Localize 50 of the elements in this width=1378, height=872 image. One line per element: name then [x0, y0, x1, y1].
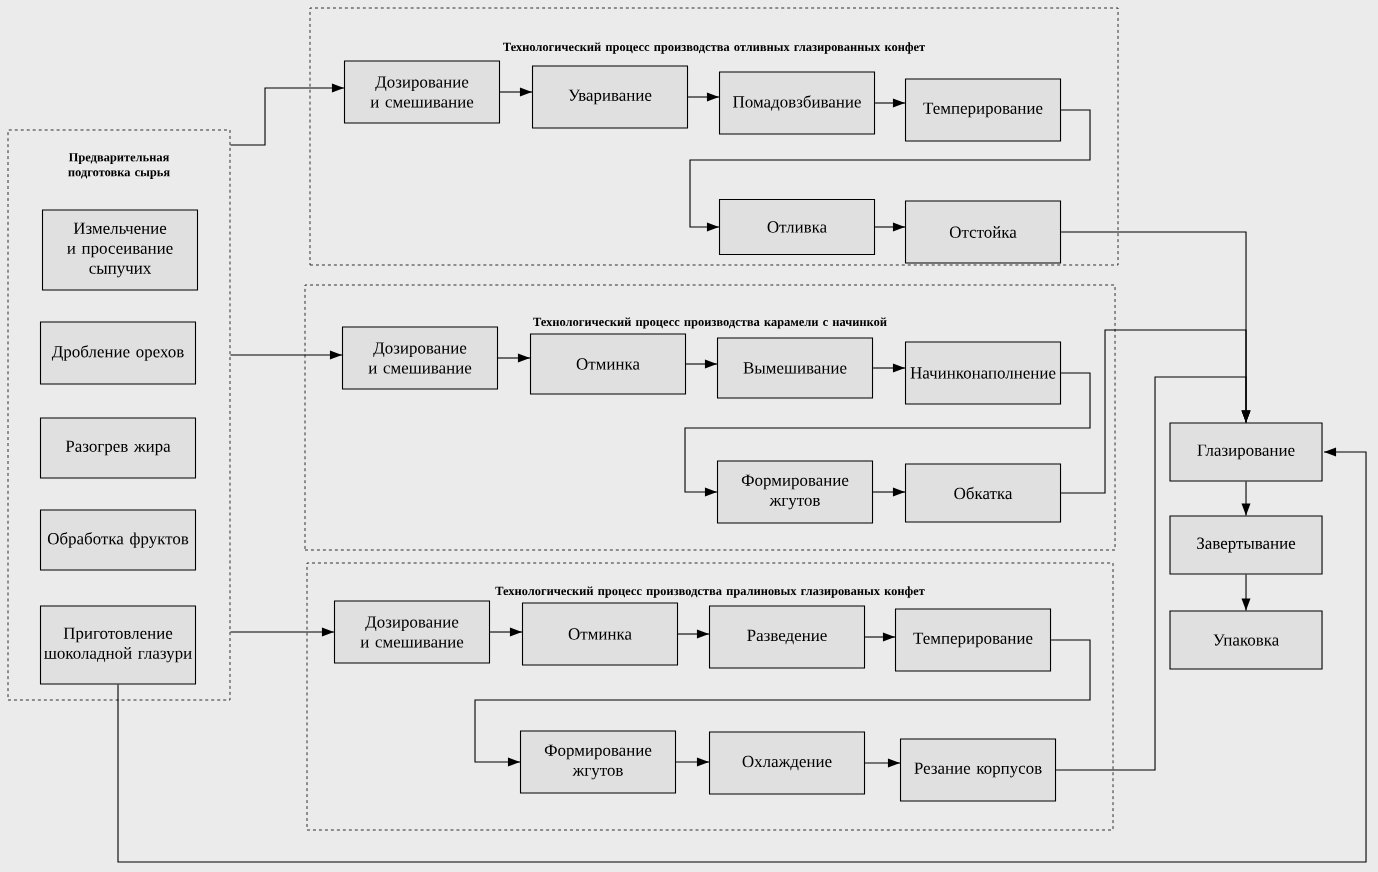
arrow	[872, 363, 906, 373]
arrow	[229, 350, 343, 360]
process-box: Дробление орехов	[39, 321, 197, 385]
process-box: Разведение	[708, 605, 866, 669]
process-box: Разогрев жира	[39, 417, 197, 479]
process-box: Вымешивание	[716, 337, 874, 399]
process-box: Отстойка	[904, 200, 1062, 264]
process-box: Отминка	[521, 602, 679, 666]
arrow	[687, 92, 720, 102]
arrow	[229, 83, 345, 146]
process-box: Уваривание	[531, 65, 689, 129]
arrow	[675, 757, 710, 767]
arrow	[872, 487, 906, 497]
process-box: Формирование жгутов	[519, 730, 677, 794]
process-box: Темперирование	[904, 78, 1062, 142]
process-box: Обработка фруктов	[39, 509, 197, 571]
process-box: Охлаждение	[708, 731, 866, 795]
process-box: Отливка	[718, 198, 876, 256]
process-box: Завертывание	[1169, 515, 1323, 575]
arrow	[1241, 481, 1251, 516]
process-box: Дозирование и смешивание	[333, 600, 491, 664]
arrow	[499, 87, 533, 97]
arrow	[497, 353, 531, 363]
process-box: Темперирование	[894, 608, 1052, 672]
process-box: Глазирование	[1169, 422, 1323, 482]
arrow	[117, 447, 1367, 863]
process-box: Начинконаполнение	[904, 341, 1062, 405]
process-box: Упаковка	[1169, 610, 1323, 670]
process-box: Измельчение и просеивание сыпучих	[41, 209, 199, 291]
arrow	[684, 372, 1091, 497]
arrow	[685, 359, 718, 369]
arrow	[689, 109, 1091, 232]
arrow	[229, 627, 335, 637]
arrow	[874, 222, 906, 232]
arrow	[864, 758, 901, 768]
process-box: Дозирование и смешивание	[343, 60, 501, 124]
arrow	[677, 629, 710, 639]
arrow	[1055, 376, 1251, 771]
arrow	[864, 632, 896, 642]
arrow	[489, 627, 523, 637]
arrow	[474, 639, 1091, 767]
arrow	[1241, 574, 1251, 611]
process-box: Формирование жгутов	[716, 460, 874, 524]
process-box: Отминка	[529, 333, 687, 395]
process-box: Дозирование и смешивание	[341, 326, 499, 390]
process-box: Обкатка	[904, 463, 1062, 523]
process-box: Приготовление шоколадной глазури	[39, 605, 197, 685]
arrow	[874, 98, 906, 108]
process-box: Резание корпусов	[899, 738, 1057, 802]
process-box: Помадовзбивание	[718, 71, 876, 135]
